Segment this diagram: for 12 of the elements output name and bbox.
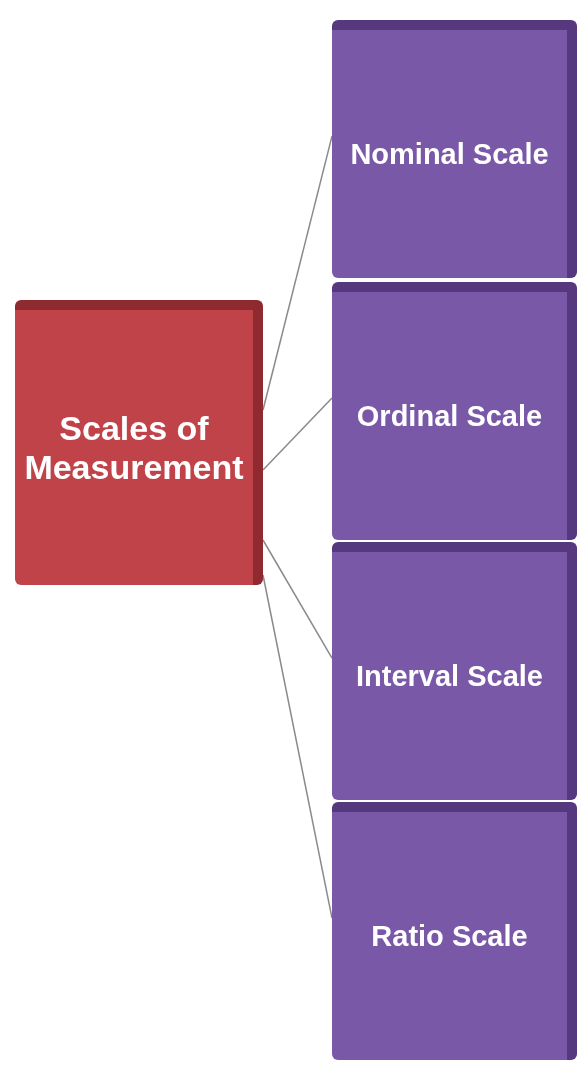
connector-line (262, 539, 333, 659)
category-box (332, 542, 577, 800)
box-label: Scales of Measurement (23, 407, 245, 488)
box-label: Ratio Scale (370, 918, 529, 954)
connector-line (262, 397, 333, 471)
category-box (332, 802, 577, 1060)
box-label: Interval Scale (355, 658, 544, 694)
category-box (332, 20, 577, 278)
root-box (15, 300, 263, 585)
box-label: Ordinal Scale (355, 398, 544, 434)
category-box (332, 282, 577, 540)
box-label: Nominal Scale (349, 136, 550, 172)
